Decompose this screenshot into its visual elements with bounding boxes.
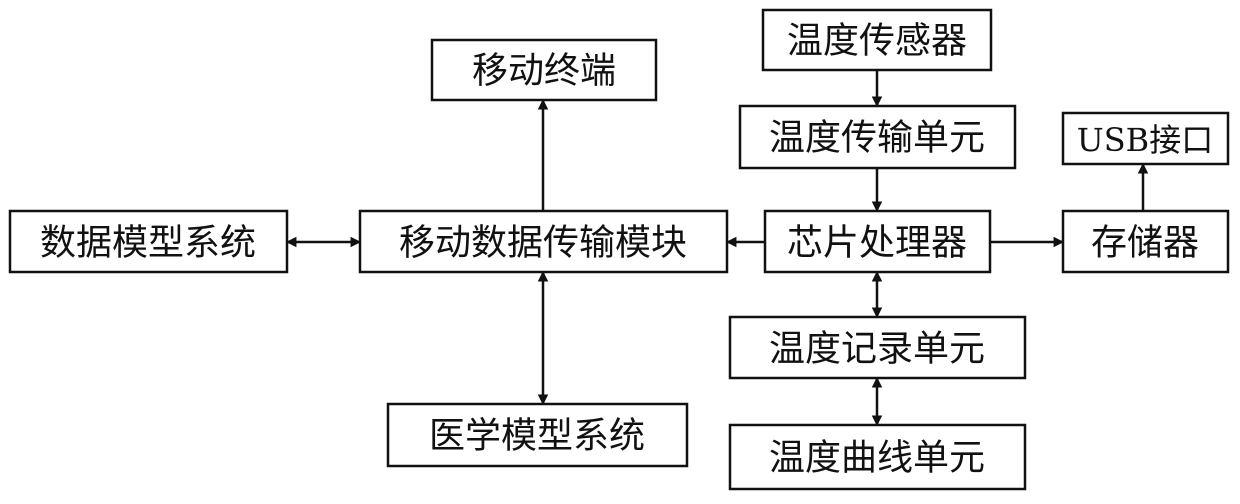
node-temp-record: 温度记录单元: [730, 317, 1025, 378]
node-label: 芯片处理器: [787, 223, 967, 264]
node-mobile-data-transmission: 移动数据传输模块: [360, 211, 727, 272]
node-label: 温度传输单元: [769, 118, 985, 159]
node-mobile-terminal: 移动终端: [432, 40, 656, 100]
node-label: 存储器: [1091, 223, 1199, 264]
node-label: 医学模型系统: [429, 416, 645, 457]
node-temp-curve: 温度曲线单元: [730, 425, 1025, 489]
node-storage: 存储器: [1063, 211, 1228, 272]
node-usb-port: USB接口: [1063, 113, 1228, 164]
node-label: 温度记录单元: [769, 329, 985, 370]
node-label: 移动数据传输模块: [399, 223, 687, 264]
node-temp-sensor: 温度传感器: [763, 10, 991, 70]
node-data-model-system: 数据模型系统: [10, 211, 287, 272]
node-label: 温度传感器: [787, 21, 967, 62]
node-medical-model-system: 医学模型系统: [388, 404, 687, 466]
node-label: 温度曲线单元: [769, 438, 985, 479]
node-temp-transmission: 温度传输单元: [740, 106, 1015, 168]
node-chip-processor: 芯片处理器: [765, 211, 990, 272]
node-label: USB接口: [1077, 121, 1213, 159]
node-label: 移动终端: [472, 51, 616, 92]
node-label: 数据模型系统: [40, 223, 256, 264]
